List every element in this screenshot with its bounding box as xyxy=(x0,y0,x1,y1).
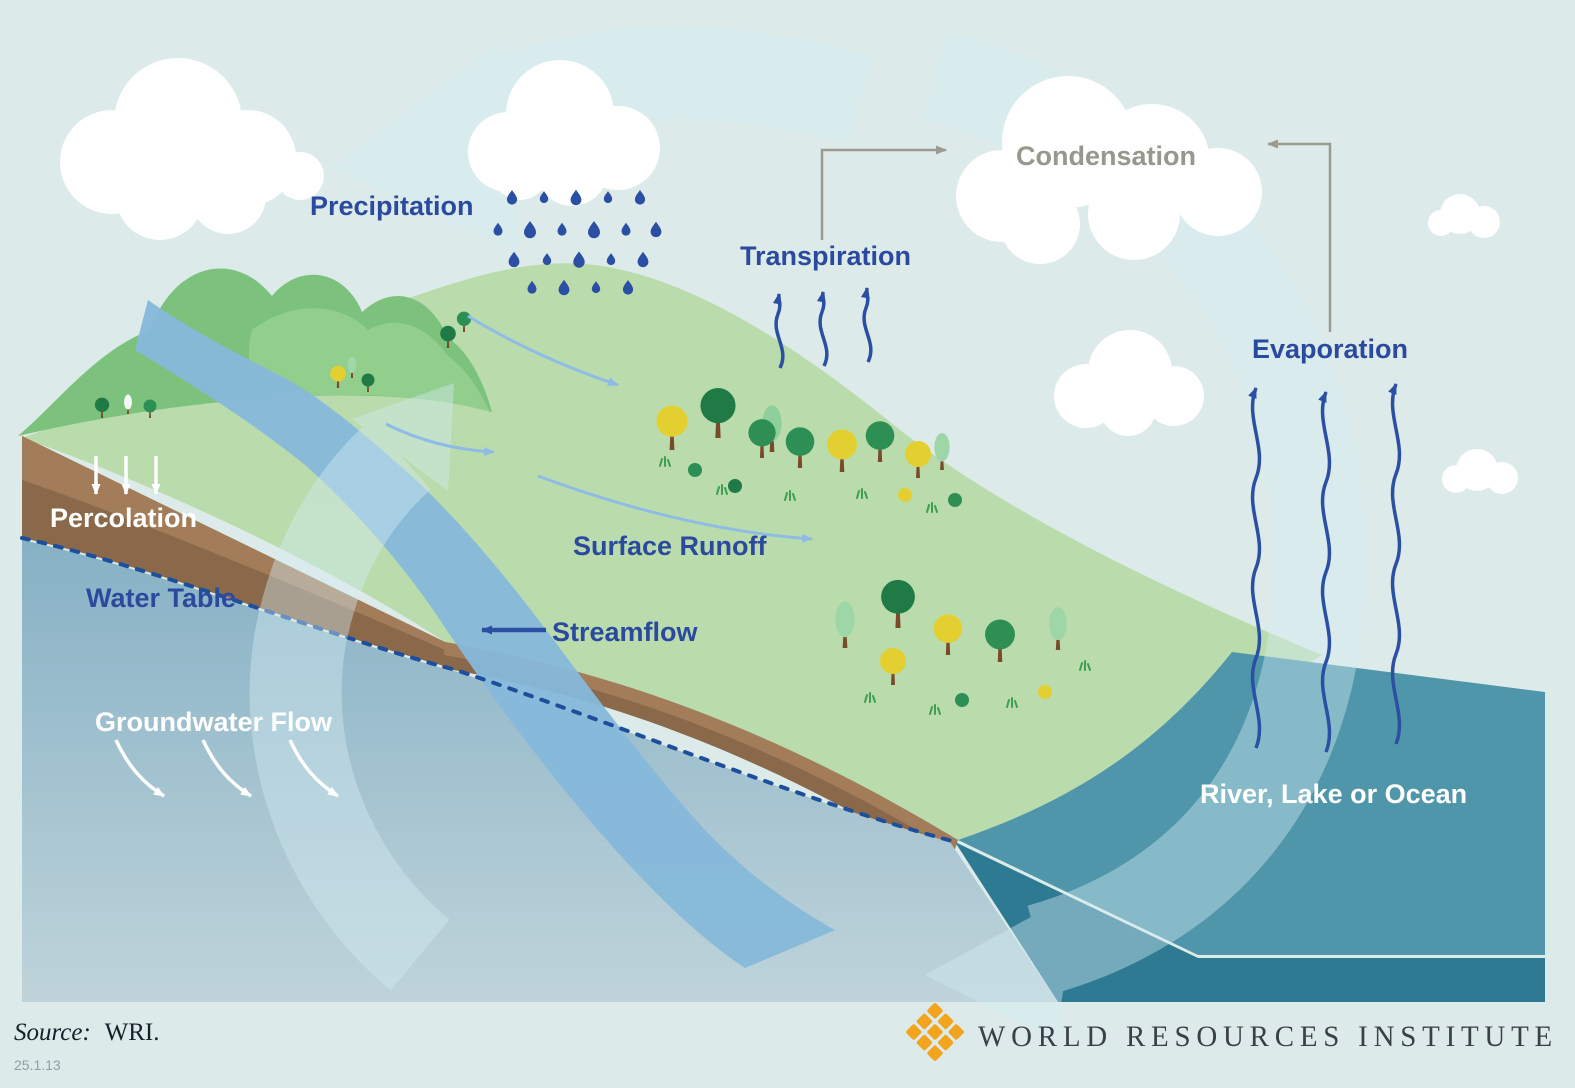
footer: Source: WRI. 25.1.13 WORLD RESOURCES INS… xyxy=(14,1003,1558,1073)
cloud-icon xyxy=(1054,330,1204,436)
streamflow-label: Streamflow xyxy=(552,617,699,647)
source-label: Source: xyxy=(14,1019,91,1046)
cycle-arrowhead-upleft xyxy=(352,383,454,491)
precipitation-label: Precipitation xyxy=(310,191,474,221)
surface-runoff-label: Surface Runoff xyxy=(573,531,768,561)
organization-name: WORLD RESOURCES INSTITUTE xyxy=(978,1020,1558,1053)
surface-runoff-arrows xyxy=(385,314,813,543)
groundwater-flow-arrows xyxy=(114,739,339,798)
cloud-icon xyxy=(956,76,1262,264)
source-value: WRI. xyxy=(105,1019,160,1046)
groundwater-flow-label: Groundwater Flow xyxy=(95,707,333,737)
cloud-icon xyxy=(1442,449,1518,494)
ocean-front-face xyxy=(955,842,1545,1002)
clouds-group xyxy=(60,58,1518,494)
source-line: Source: WRI. xyxy=(14,1019,160,1046)
cloud-icon xyxy=(60,58,324,240)
evaporation-arrows xyxy=(1248,383,1402,753)
mountains-highlight xyxy=(249,308,490,412)
labels-group: Precipitation Condensation Transpiration… xyxy=(50,141,1467,809)
evaporation-label: Evaporation xyxy=(1252,334,1408,364)
transpiration-label: Transpiration xyxy=(740,241,911,271)
cloud-icon xyxy=(1428,194,1500,238)
condensation-label: Condensation xyxy=(1016,141,1196,171)
flow-arrows-group xyxy=(91,139,1402,798)
transpiration-arrows xyxy=(772,287,873,369)
evaporation-to-condensation-arrow xyxy=(1267,139,1332,332)
river-lake-ocean-label: River, Lake or Ocean xyxy=(1200,779,1467,809)
land-surface xyxy=(22,263,1322,840)
percolation-arrows xyxy=(91,456,161,495)
transpiration-to-condensation-arrow xyxy=(820,145,947,240)
cycle-arrowhead-left xyxy=(330,42,518,252)
cloud-icon xyxy=(468,60,660,206)
wri-woven-square-icon xyxy=(906,1003,964,1061)
water-table-label: Water Table xyxy=(86,583,236,613)
groundwater-zone xyxy=(22,540,1058,1002)
cycle-arrowhead-bottom xyxy=(925,890,1080,1040)
figure-code: 25.1.13 xyxy=(14,1057,61,1073)
percolation-label: Percolation xyxy=(50,503,197,533)
